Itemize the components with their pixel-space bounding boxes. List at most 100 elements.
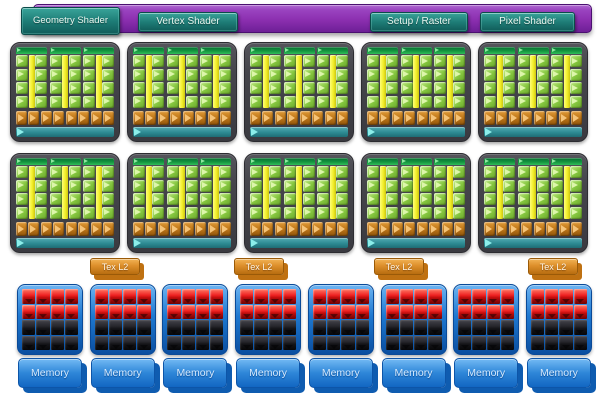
cache-cell-black: [414, 335, 428, 350]
memory-button[interactable]: Memory: [18, 358, 82, 388]
interconnect-bar: [16, 127, 114, 137]
alu-cell: [400, 166, 413, 178]
dispatch-cell: [416, 110, 428, 125]
alu-cell: [317, 166, 329, 178]
pixel-shader-button[interactable]: Pixel Shader: [480, 12, 575, 32]
alu-column: [536, 55, 549, 108]
alu-column: [133, 166, 145, 219]
alu-column: [269, 166, 281, 219]
memory-button[interactable]: Memory: [163, 358, 228, 388]
alu-cell: [83, 166, 95, 178]
memory-button[interactable]: Memory: [308, 358, 373, 388]
cache-cell-black: [167, 335, 181, 350]
alu-cell: [102, 179, 114, 192]
setup-raster-button[interactable]: Setup / Raster: [370, 12, 468, 32]
alu-cell: [102, 95, 114, 108]
cache-cell-red: [500, 304, 515, 319]
memory-button[interactable]: Memory: [90, 358, 155, 388]
geometry-shader-button[interactable]: Geometry Shader: [21, 7, 120, 35]
dispatch-cell: [195, 221, 207, 236]
subunit-header-bar: [133, 158, 164, 165]
cache-row: [17, 284, 592, 355]
cache-cell-black: [472, 320, 486, 335]
alu-cell: [166, 68, 179, 81]
cache-cell-red: [282, 289, 297, 304]
alu-cell: [16, 55, 28, 67]
cache-cell-grid: [22, 289, 78, 350]
cache-cell-red: [559, 304, 573, 319]
alu-cell: [551, 95, 563, 108]
cache-cell-black: [108, 335, 123, 350]
alu-cell: [386, 68, 398, 81]
alu-cell: [200, 166, 212, 178]
dispatch-cell: [453, 221, 465, 236]
cache-cell-red: [486, 304, 500, 319]
tex-l2-button[interactable]: Tex L2: [90, 258, 140, 275]
alu-cell: [400, 179, 413, 192]
shader-cluster: [10, 153, 120, 253]
alu-cell: [49, 206, 62, 219]
cache-cell-red: [167, 304, 181, 319]
dispatch-cell: [533, 221, 545, 236]
shader-subunit: [317, 158, 348, 219]
alu-cell: [551, 68, 563, 81]
cache-cell-black: [240, 335, 254, 350]
shader-cluster: [244, 153, 354, 253]
memory-button[interactable]: Memory: [526, 358, 591, 388]
alu-cell: [49, 166, 62, 178]
cache-cell-red: [472, 304, 486, 319]
alu-cell: [434, 95, 446, 108]
stripe-bar: [379, 166, 386, 219]
stripe-bar: [530, 166, 536, 219]
cache-cell-black: [22, 320, 36, 335]
alu-cell: [536, 55, 549, 67]
shader-subunit: [434, 158, 465, 219]
subunit-body: [133, 166, 164, 219]
alu-cell: [336, 55, 348, 67]
cache-cell-red: [123, 304, 137, 319]
cache-cell-red: [428, 289, 442, 304]
alu-cell: [453, 68, 465, 81]
alu-column: [152, 166, 164, 219]
alu-column: [200, 166, 212, 219]
subunit-group: [133, 158, 231, 219]
subunit-header-bar: [250, 47, 281, 54]
vertex-shader-button[interactable]: Vertex Shader: [138, 12, 238, 32]
alu-cell: [152, 55, 164, 67]
alu-cell: [219, 206, 231, 219]
tex-l2-button[interactable]: Tex L2: [528, 258, 578, 275]
alu-cell: [68, 193, 81, 206]
alu-cell: [517, 68, 530, 81]
cache-cell-red: [254, 289, 268, 304]
tex-l2-button[interactable]: Tex L2: [234, 258, 284, 275]
memory-slot: Memory: [90, 358, 156, 388]
cache-cell-red: [36, 289, 50, 304]
alu-cell: [35, 179, 47, 192]
subunit-body: [83, 55, 114, 108]
stripe-bar: [329, 55, 336, 108]
cache-cell-red: [240, 304, 254, 319]
shader-subunit: [200, 158, 231, 219]
alu-cell: [302, 166, 315, 178]
subunit-group: [250, 158, 348, 219]
interconnect-bar: [250, 238, 348, 248]
stripe-bar: [530, 55, 536, 108]
alu-cell: [386, 82, 398, 95]
cache-cell-black: [167, 320, 181, 335]
alu-column: [152, 55, 164, 108]
subunit-header-bar: [283, 158, 315, 165]
subunit-header-bar: [83, 158, 114, 165]
alu-cell: [386, 206, 398, 219]
memory-button[interactable]: Memory: [454, 358, 519, 388]
memory-button[interactable]: Memory: [236, 358, 301, 388]
alu-cell: [283, 179, 296, 192]
cache-cell-red: [240, 289, 254, 304]
stripe-bar: [145, 166, 152, 219]
tex-l2-button[interactable]: Tex L2: [374, 258, 424, 275]
dispatch-cell: [287, 110, 299, 125]
memory-button[interactable]: Memory: [381, 358, 446, 388]
subunit-body: [16, 166, 47, 219]
cache-cell-black: [486, 320, 500, 335]
